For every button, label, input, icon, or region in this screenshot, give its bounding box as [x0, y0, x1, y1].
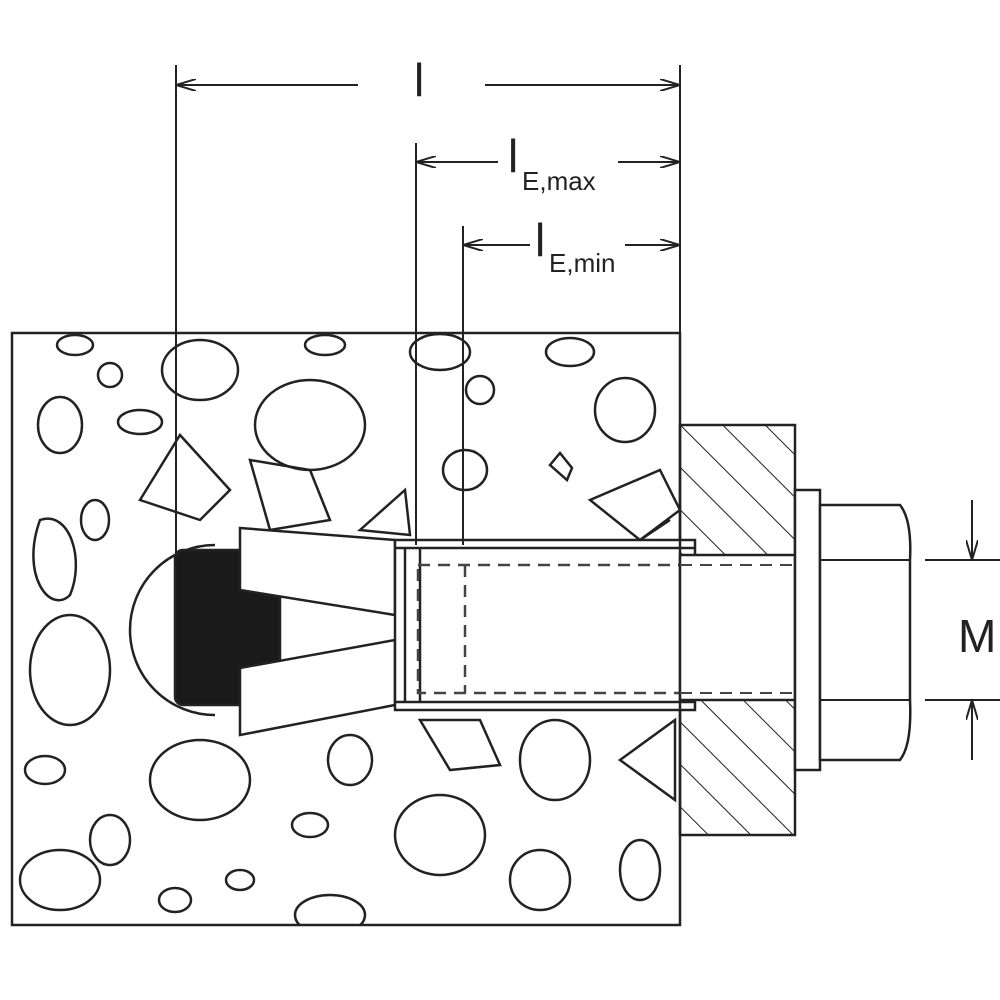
expansion-cone	[128, 526, 397, 737]
bolt-shank	[678, 553, 797, 702]
label-le-max-sub: E,max	[522, 166, 596, 196]
label-le-min-main: l	[535, 214, 545, 266]
concrete-block	[10, 331, 682, 927]
label-le-min-sub: E,min	[549, 248, 615, 278]
aggregate-stones	[18, 333, 680, 925]
washer	[793, 488, 822, 772]
label-m: M	[958, 610, 996, 662]
label-le-max-main: l	[508, 130, 518, 182]
hex-nut	[818, 503, 912, 762]
label-le-max: l E,max	[508, 130, 596, 196]
label-le-min: l E,min	[535, 214, 615, 278]
dimension-lines	[175, 65, 1000, 760]
label-l: l	[414, 54, 424, 106]
anchor-sleeve	[393, 538, 820, 712]
